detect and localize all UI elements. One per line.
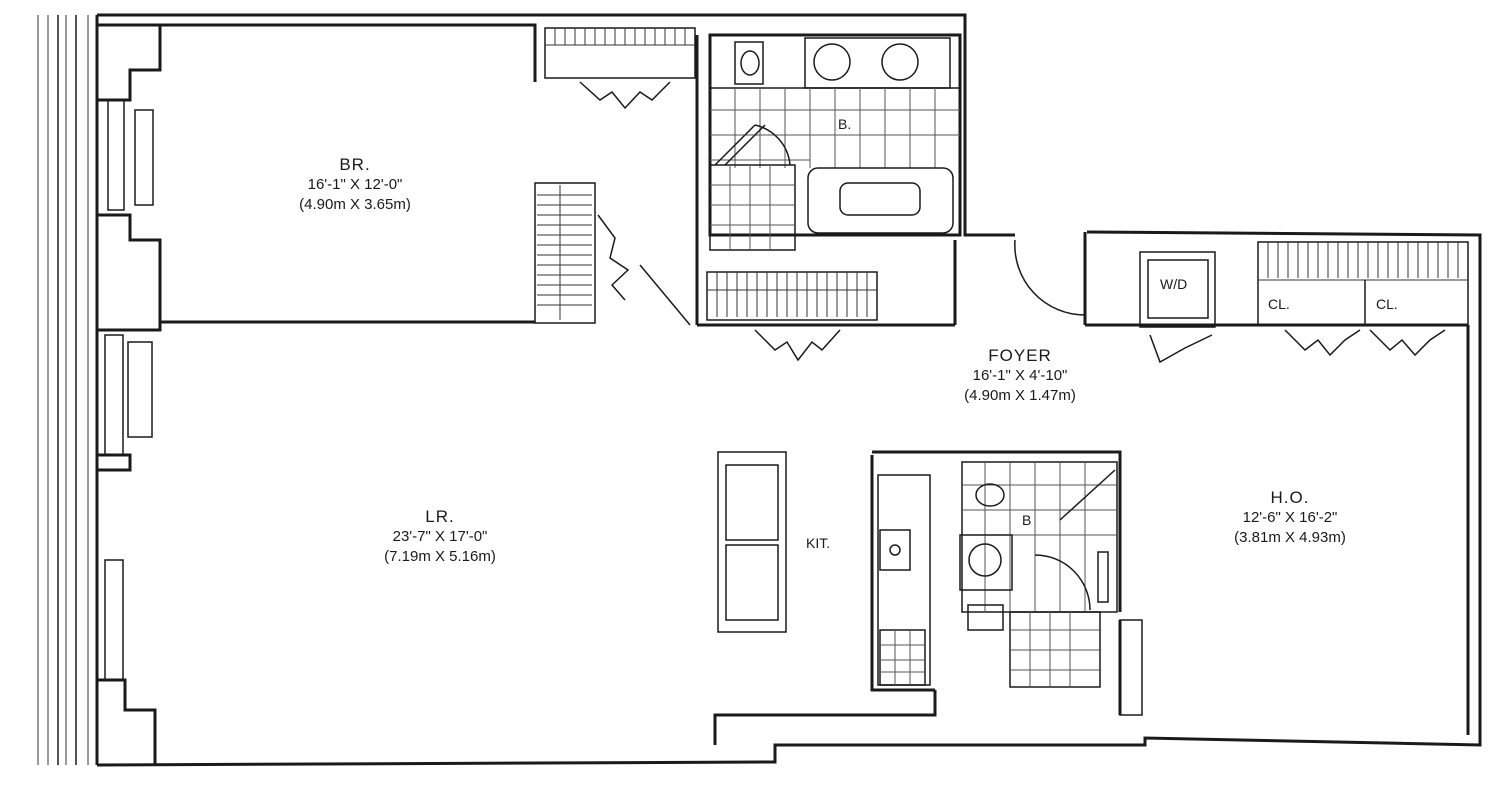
entry-door bbox=[1014, 232, 1468, 327]
master-bath-label: B. bbox=[838, 116, 852, 132]
powder-room bbox=[872, 450, 1122, 688]
bedroom-name: BR. bbox=[339, 155, 371, 174]
bedroom-walls bbox=[160, 23, 699, 326]
home-office-name: H.O. bbox=[1270, 488, 1310, 507]
bedroom-label: BR. 16'-1" X 12'-0" (4.90m X 3.65m) bbox=[255, 155, 455, 215]
hall-closet bbox=[697, 240, 957, 362]
window-wall bbox=[37, 15, 99, 765]
living-room-label: LR. 23'-7" X 17'-0" (7.19m X 5.16m) bbox=[340, 507, 540, 567]
exterior-walls bbox=[96, 13, 1482, 767]
foyer-dims-imperial: 16'-1" X 4'-10" bbox=[972, 367, 1068, 384]
washer-dryer-label: W/D bbox=[1160, 276, 1188, 292]
kitchen-label: KIT. bbox=[806, 535, 831, 551]
kitchen-island bbox=[717, 451, 787, 633]
home-office-label: H.O. 12'-6" X 16'-2" (3.81m X 4.93m) bbox=[1190, 488, 1390, 548]
home-office-dims-imperial: 12'-6" X 16'-2" bbox=[1242, 509, 1338, 526]
bedroom-dims-metric: (4.90m X 3.65m) bbox=[299, 196, 411, 213]
foyer-label: FOYER 16'-1" X 4'-10" (4.90m X 1.47m) bbox=[920, 346, 1120, 406]
closet-label-1: CL. bbox=[1268, 296, 1290, 312]
kitchen-counter bbox=[870, 455, 935, 692]
laundry-closets bbox=[1139, 241, 1469, 364]
interior-walls bbox=[713, 325, 1470, 745]
home-office-dims-metric: (3.81m X 4.93m) bbox=[1234, 529, 1346, 546]
powder-room-label: B bbox=[1022, 512, 1032, 528]
living-room-name: LR. bbox=[425, 507, 455, 526]
master-bath bbox=[708, 33, 962, 251]
bedroom-dims-imperial: 16'-1" X 12'-0" bbox=[307, 176, 403, 193]
living-room-dims-metric: (7.19m X 5.16m) bbox=[384, 548, 496, 565]
foyer-name: FOYER bbox=[988, 346, 1052, 365]
foyer-dims-metric: (4.90m X 1.47m) bbox=[964, 387, 1076, 404]
living-room-dims-imperial: 23'-7" X 17'-0" bbox=[392, 528, 488, 545]
closet-label-2: CL. bbox=[1376, 296, 1398, 312]
